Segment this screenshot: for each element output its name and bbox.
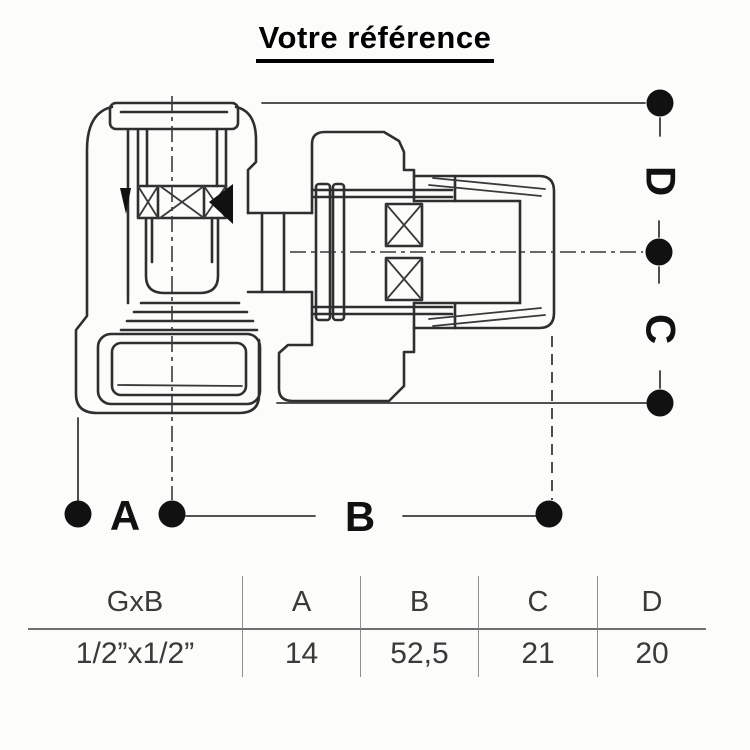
value-a: 14 bbox=[242, 630, 360, 677]
value-d: 20 bbox=[597, 630, 706, 677]
spec-table: GxB A B C D 1/2”x1/2” 14 52,5 21 20 bbox=[28, 576, 706, 677]
dimension-annotations: A B D C bbox=[64, 89, 685, 540]
page-title: Votre référence bbox=[255, 20, 495, 63]
column-header-c: C bbox=[478, 576, 597, 630]
dim-label-a: A bbox=[110, 492, 140, 539]
value-b: 52,5 bbox=[360, 630, 478, 677]
seal-mark-right bbox=[209, 184, 233, 224]
dim-label-c: C bbox=[638, 314, 685, 344]
dimension-dot-b-right bbox=[535, 500, 563, 528]
dimension-dot-d-top bbox=[646, 89, 674, 117]
value-c: 21 bbox=[478, 630, 597, 677]
dimension-dot-center bbox=[645, 238, 673, 266]
column-header-b: B bbox=[360, 576, 478, 630]
title-bar: Votre référence bbox=[0, 20, 750, 63]
value-gxb: 1/2”x1/2” bbox=[75, 636, 195, 670]
dimension-dot-a-right bbox=[158, 500, 186, 528]
union-nut bbox=[277, 130, 454, 403]
dimension-dot-c-bottom bbox=[646, 389, 674, 417]
seal-mark-left bbox=[120, 188, 131, 214]
column-header-d: D bbox=[597, 576, 706, 630]
dim-label-d: D bbox=[638, 166, 685, 196]
cap-top bbox=[108, 101, 240, 131]
dim-label-b: B bbox=[345, 493, 375, 540]
column-header-gxb: GxB bbox=[28, 576, 242, 630]
base-block bbox=[96, 332, 262, 406]
valve-cross-section bbox=[74, 101, 556, 415]
thread-hatch bbox=[384, 202, 424, 302]
dimension-dot-a-left bbox=[64, 500, 92, 528]
column-header-a: A bbox=[242, 576, 360, 630]
